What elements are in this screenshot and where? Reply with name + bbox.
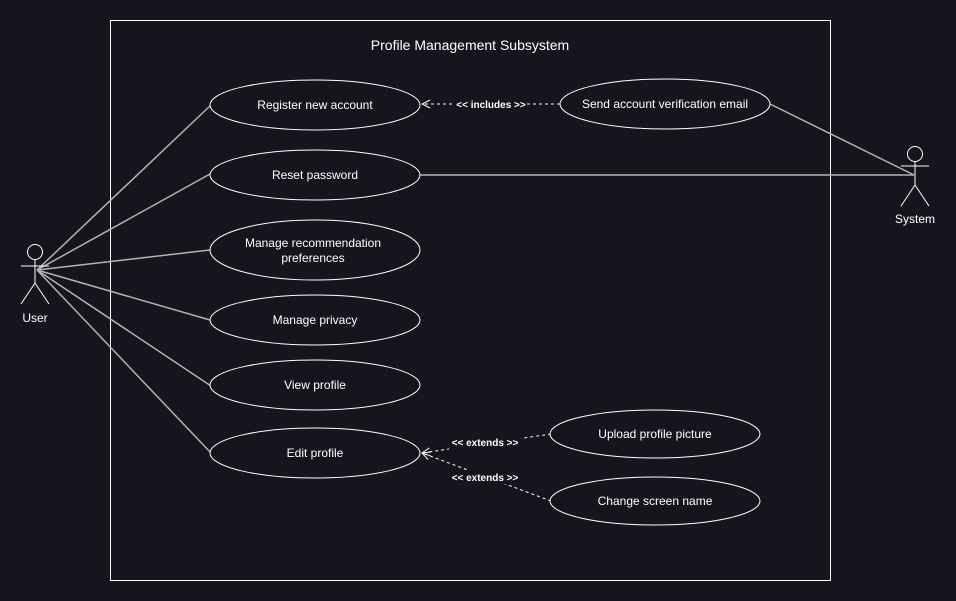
use-case-reset-password[interactable]: Reset password [209,149,421,201]
association-user-manage-recommendation [36,249,211,271]
system-boundary-title: Profile Management Subsystem [371,37,569,53]
use-cases: Register new account Reset password Mana… [209,78,771,526]
use-case-view-profile[interactable]: View profile [209,359,421,411]
user-associations [36,104,212,454]
use-case-register[interactable]: Register new account [209,79,421,131]
actor-user[interactable]: User [20,244,50,326]
extends-label-upload: << extends >> [452,438,519,449]
use-case-change-screen-name[interactable]: Change screen name [549,476,761,526]
relationship-labels: << includes >> << extends >> << extends … [449,97,527,484]
use-case-manage-privacy[interactable]: Manage privacy [209,294,421,346]
actor-user-label: User [22,311,47,325]
association-system-send-verification [769,103,915,176]
user-stick-figure-icon [20,244,50,305]
use-case-register-label: Register new account [257,98,373,112]
use-case-edit-profile[interactable]: Edit profile [209,427,421,479]
includes-label: << includes >> [456,100,526,111]
system-boundary [110,20,831,581]
use-case-view-profile-label: View profile [284,378,346,392]
association-user-edit-profile [36,269,212,454]
extend-line-upload [422,433,552,453]
use-case-manage-recommendation-label-2: preferences [281,251,344,265]
use-case-manage-privacy-label: Manage privacy [273,313,358,327]
use-case-reset-password-label: Reset password [272,168,358,182]
actor-system-label: System [895,212,935,226]
system-stick-figure-icon [900,146,930,207]
association-user-view-profile [36,269,212,387]
use-case-change-screen-name-label: Change screen name [598,494,713,508]
use-case-send-verification[interactable]: Send account verification email [559,78,771,130]
association-user-manage-privacy [36,269,211,321]
system-associations [420,103,915,176]
use-case-upload-picture[interactable]: Upload profile picture [549,409,761,459]
use-case-manage-recommendation[interactable]: Manage recommendation preferences [209,219,421,281]
actor-system[interactable]: System [895,146,935,227]
extends-label-screen-name: << extends >> [452,473,519,484]
use-case-edit-profile-label: Edit profile [287,446,344,460]
association-user-reset-password [36,173,211,271]
use-case-manage-recommendation-label-1: Manage recommendation [245,236,381,250]
use-case-send-verification-label: Send account verification email [582,97,748,111]
association-user-register [36,104,212,271]
use-case-upload-picture-label: Upload profile picture [598,427,712,441]
